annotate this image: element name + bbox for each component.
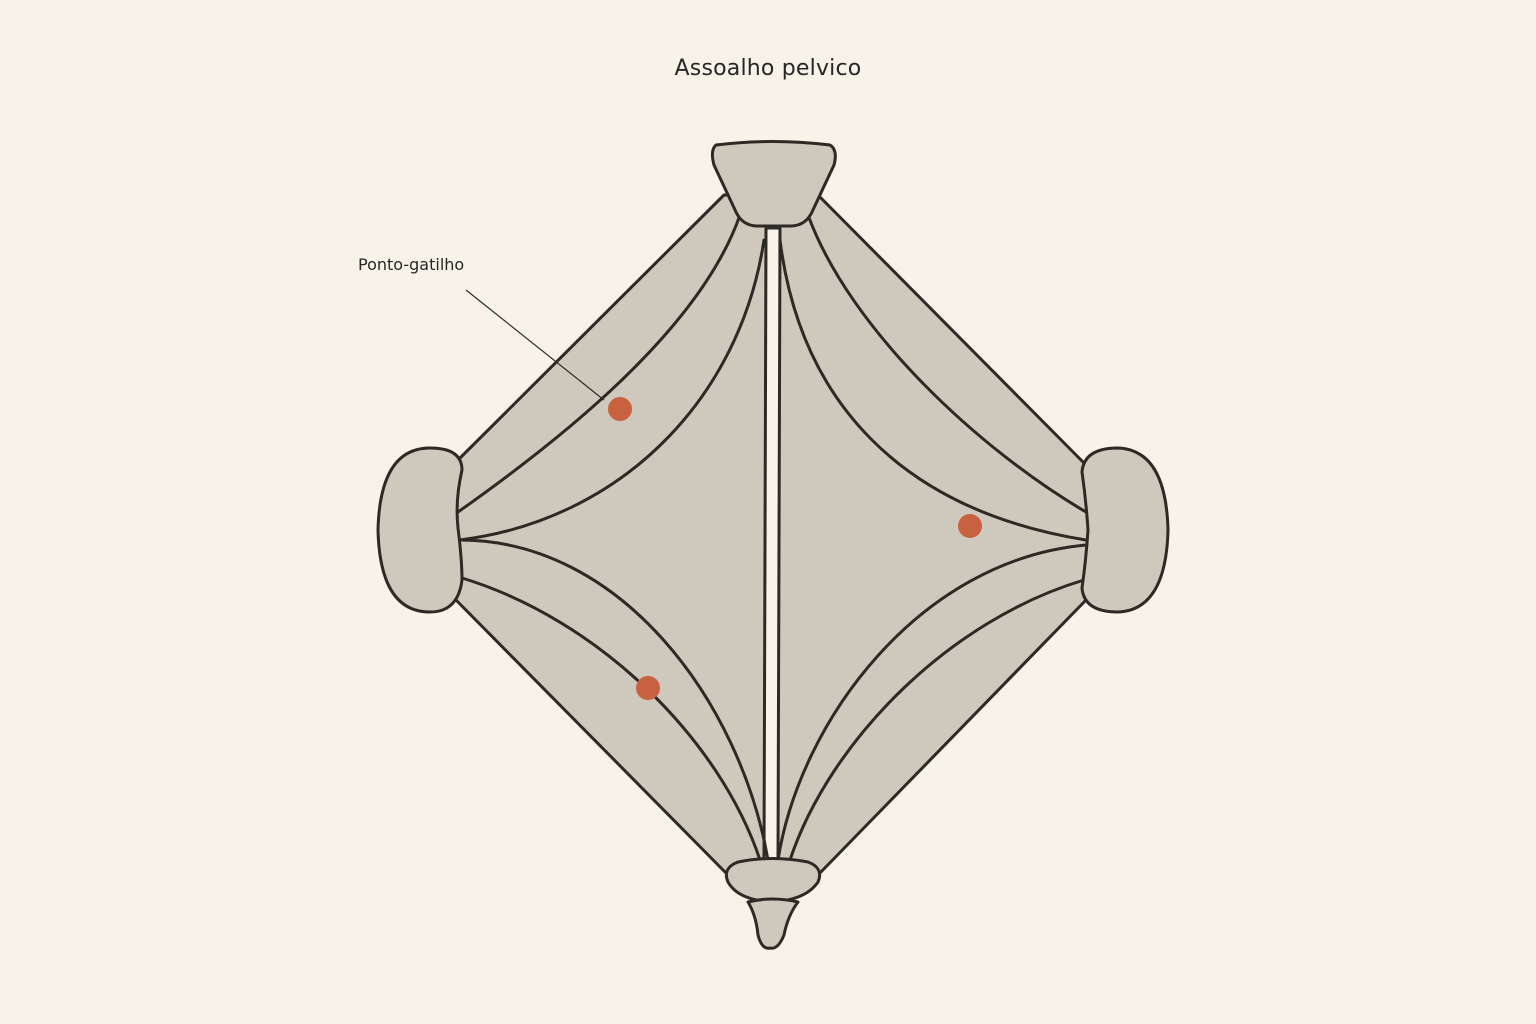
coccyx-base bbox=[724, 857, 822, 904]
central-raphe bbox=[762, 226, 782, 862]
pubic-bone bbox=[710, 140, 837, 228]
fiber-left-upper-outer bbox=[456, 213, 742, 514]
fiber-left-lower-inner bbox=[458, 538, 770, 862]
trigger-point-marker[interactable] bbox=[608, 397, 632, 421]
fiber-right-lower-outer bbox=[788, 578, 1086, 862]
callout-label: Ponto-gatilho bbox=[358, 255, 465, 274]
fiber-right-upper-outer bbox=[806, 213, 1088, 514]
coccyx-tip bbox=[746, 897, 800, 950]
trigger-point-marker[interactable] bbox=[636, 676, 660, 700]
fiber-right-lower-inner bbox=[776, 543, 1088, 862]
left-ischial-tuberosity bbox=[376, 446, 464, 614]
trigger-point-marker[interactable] bbox=[958, 514, 982, 538]
right-ischial-tuberosity bbox=[1080, 446, 1170, 614]
fiber-right-upper-inner bbox=[778, 238, 1088, 542]
callout-leader-line bbox=[465, 289, 605, 401]
fiber-left-upper-inner bbox=[458, 238, 766, 542]
diagram-title: Assoalho pelvico bbox=[674, 56, 862, 81]
